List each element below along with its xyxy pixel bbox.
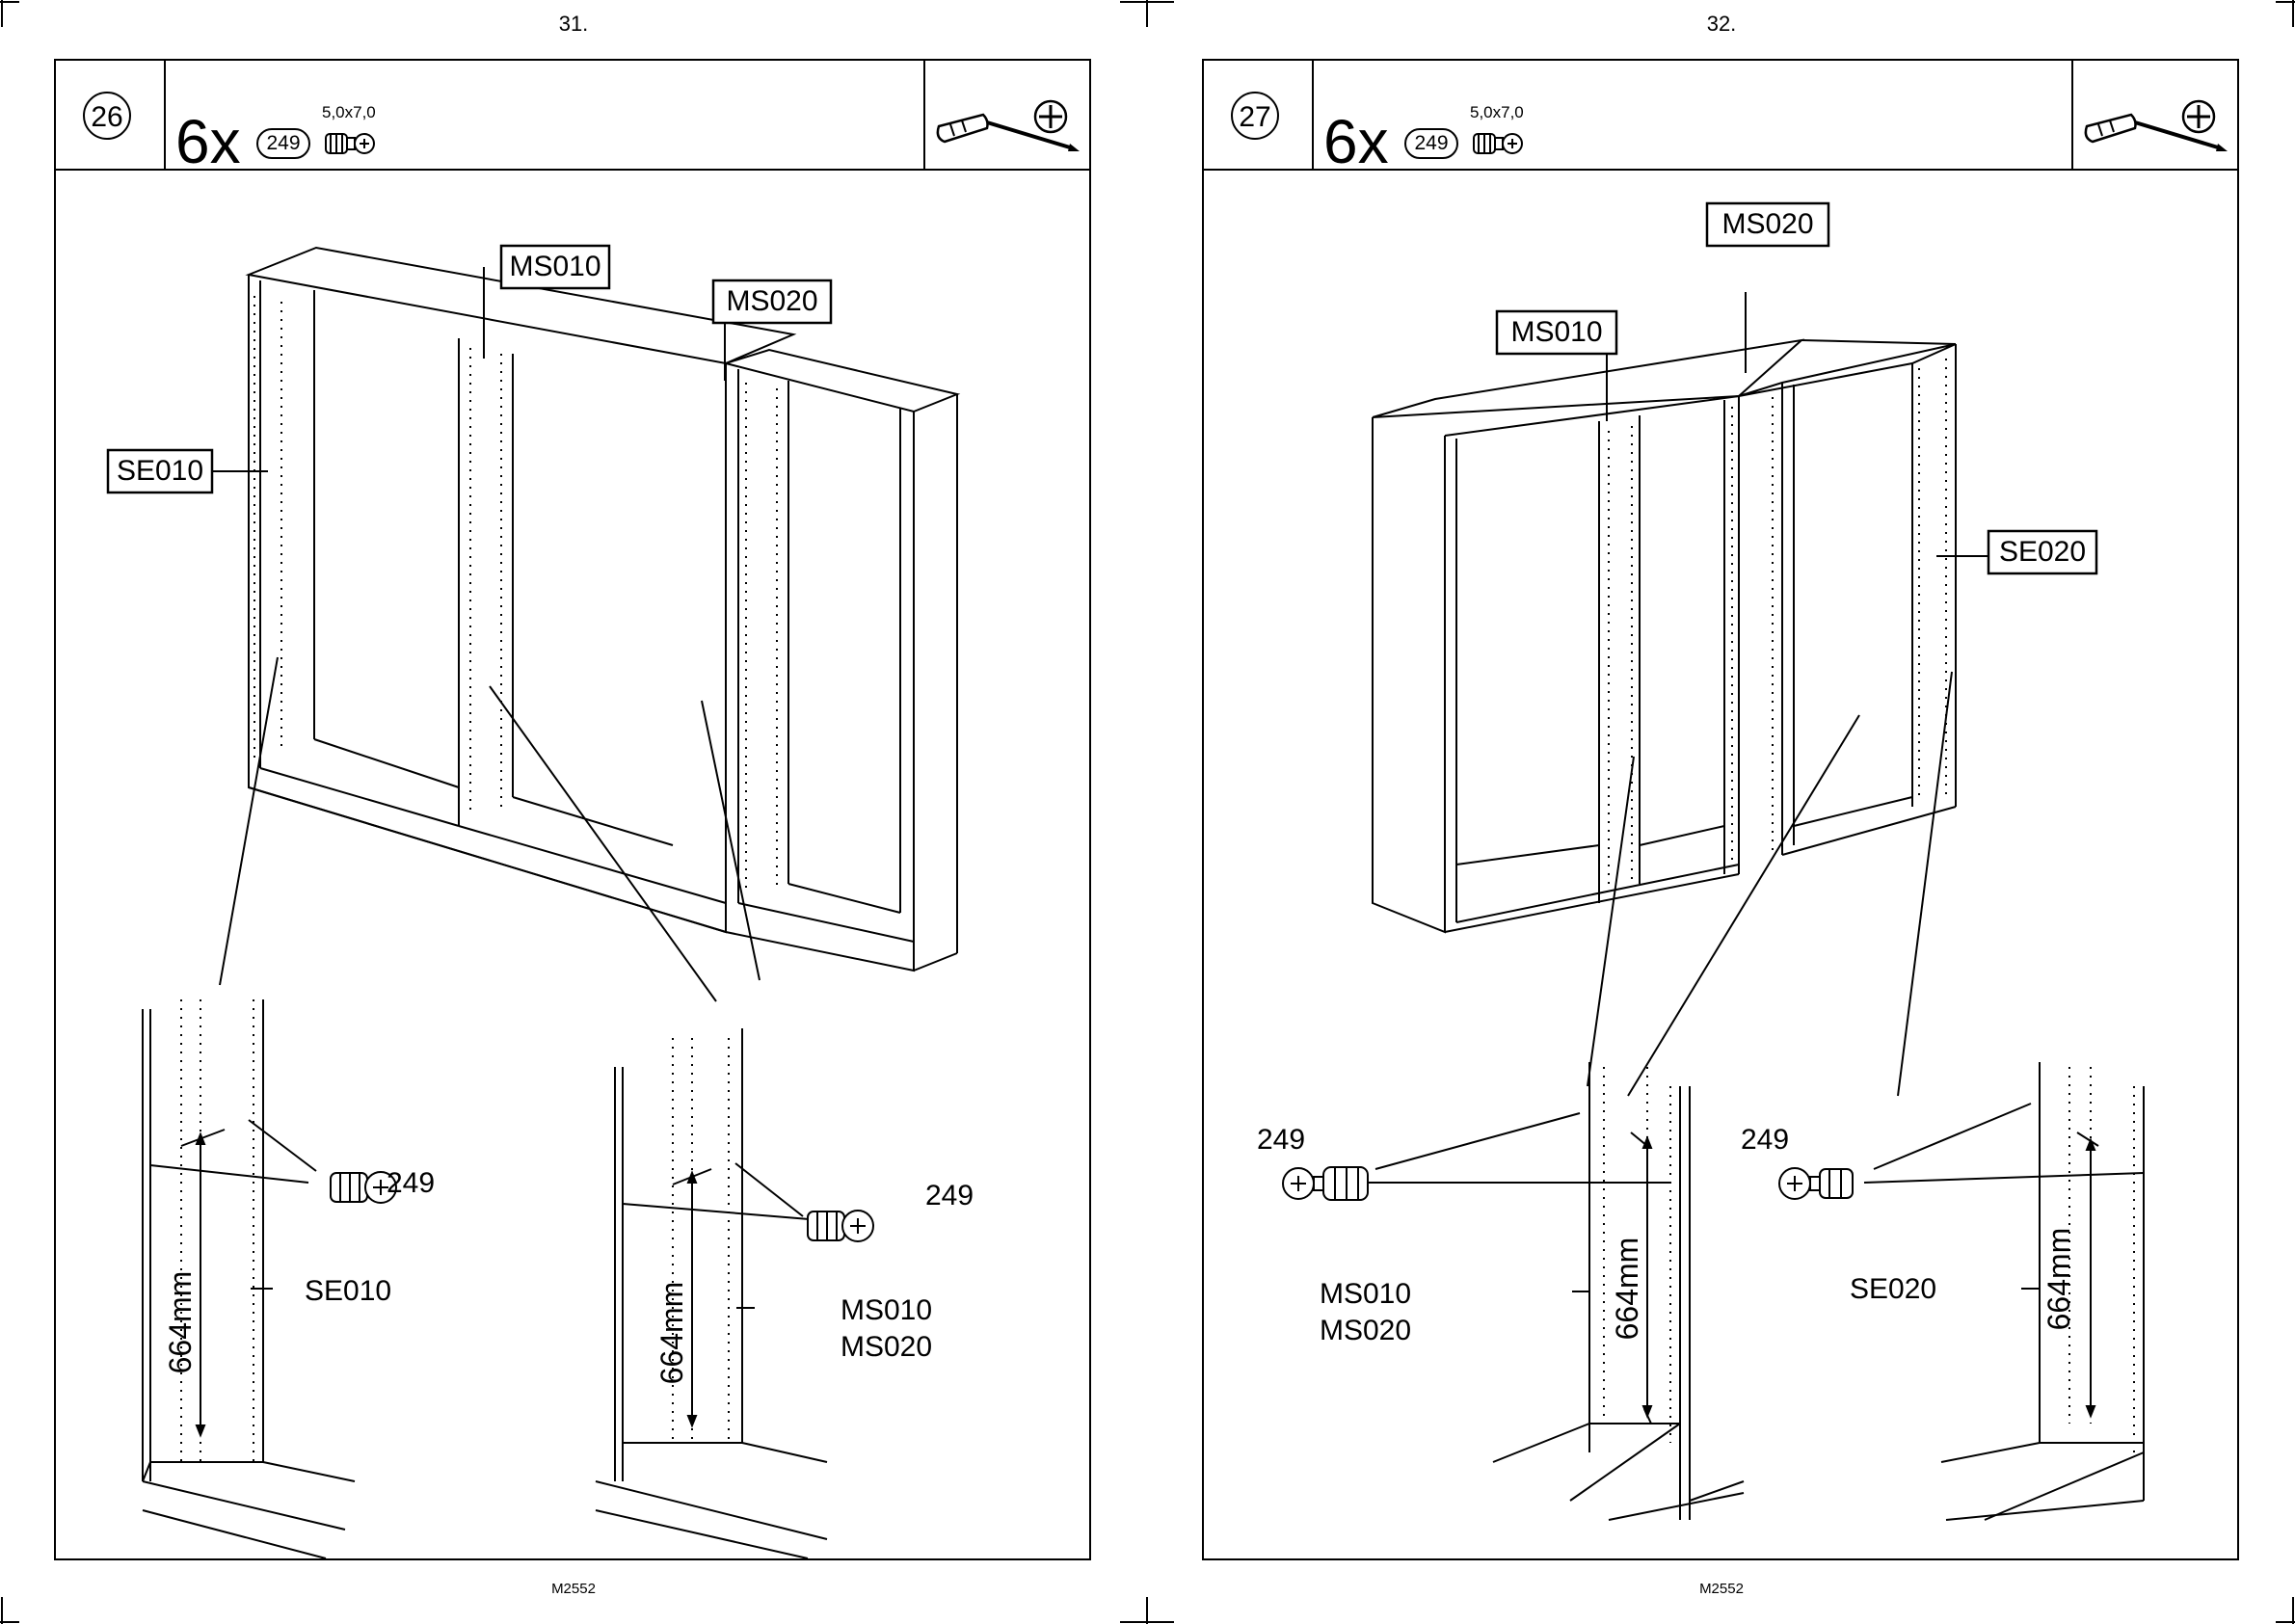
measure-label: 664mm (1610, 1238, 1644, 1341)
step-number-cell: 27 (1204, 61, 1314, 169)
callout-label: MS020 (1721, 208, 1813, 240)
tool-cell (2071, 61, 2237, 169)
callout-label: MS010 (1510, 316, 1602, 348)
step-number: 27 (1231, 92, 1279, 140)
measure-label: 664mm (2041, 1228, 2076, 1331)
part-quantity: 6x (1323, 111, 1389, 173)
screw-249-icon (1470, 124, 1528, 163)
page-32: 32. 27 6x 249 5,0x7,0 (1148, 0, 2295, 1624)
step-header: 27 6x 249 5,0x7,0 (1204, 61, 2237, 171)
panel-label: MS020 (1320, 1315, 1411, 1346)
callout-label: SE020 (1999, 536, 2086, 568)
screw-size: 5,0x7,0 (1470, 103, 1524, 122)
part-number-badge: 249 (1404, 128, 1458, 159)
instruction-frame: 27 6x 249 5,0x7,0 (1202, 59, 2239, 1560)
panel-label: SE020 (1850, 1273, 1936, 1305)
footer-code: M2552 (1148, 1581, 2295, 1597)
assembly-drawing: MS020 MS010 SE020 249 664mm MS010 MS020 … (1204, 171, 2236, 1558)
part-label: 249 (1741, 1124, 1789, 1156)
phillips-head-icon (2179, 97, 2218, 136)
page-number: 32. (1148, 12, 2295, 37)
panel-label: MS010 (1320, 1278, 1411, 1310)
part-label: 249 (1257, 1124, 1305, 1156)
